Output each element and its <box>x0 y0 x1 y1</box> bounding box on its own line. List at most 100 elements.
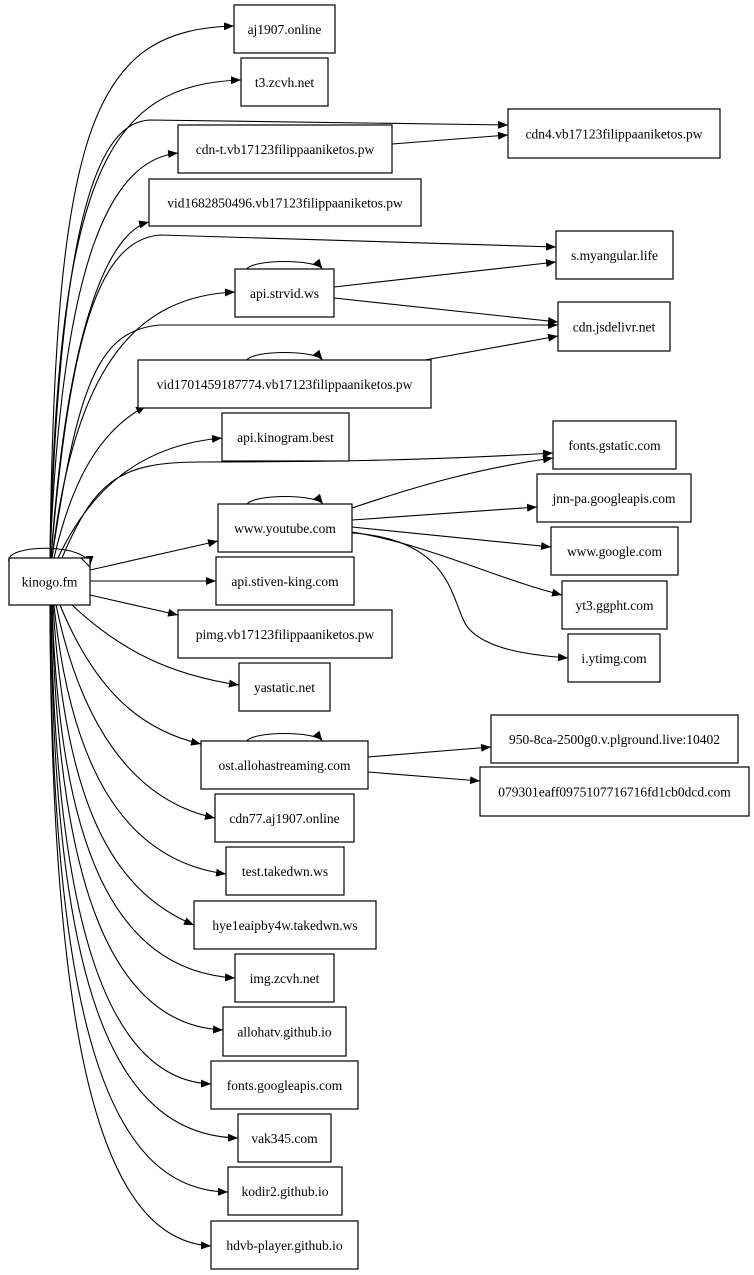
node-stiven: api.stiven-king.com <box>215 556 355 606</box>
edge-kinogo-to-vid168 <box>50 220 150 559</box>
edge-kinogo-to-jsdelivr <box>51 321 558 559</box>
node-label: s.myangular.life <box>571 248 658 263</box>
node-box <box>221 412 350 462</box>
node-gapis: fonts.googleapis.com <box>210 1060 359 1110</box>
node-box <box>555 230 674 280</box>
edge-kinogo-to-kinogram <box>57 434 223 559</box>
node-vid170: vid1701459187774.vb17123filippaaniketos.… <box>137 359 432 409</box>
node-label: cdn4.vb17123filippaaniketos.pw <box>526 127 703 142</box>
edge-youtube-to-google <box>351 526 552 550</box>
node-box <box>567 633 661 683</box>
edge-kinogo-to-yastatic <box>71 604 240 688</box>
node-label: 079301eaff0975107716716fd1cb0dcd.com <box>498 785 731 800</box>
node-box <box>233 4 336 54</box>
node-label: 950-8ca-2500g0.v.plground.live:10402 <box>509 732 720 747</box>
edge-kinogo-to-kodir <box>49 604 229 1196</box>
edge-kinogo-to-strvid <box>51 288 236 559</box>
node-label: www.google.com <box>567 544 663 559</box>
node-jnnpa: jnn-pa.googleapis.com <box>536 473 692 523</box>
node-label: vid1701459187774.vb17123filippaaniketos.… <box>157 377 413 392</box>
node-aj1907: aj1907.online <box>233 4 336 54</box>
node-box <box>217 503 353 553</box>
edge-kinogo-to-youtube <box>89 539 219 571</box>
node-box <box>507 108 721 159</box>
edge-ost-to-plground <box>367 743 492 758</box>
edge-kinogo-to-vid170 <box>53 405 147 559</box>
node-box <box>210 1060 359 1110</box>
edge-youtube-to-gstatic <box>351 455 554 509</box>
node-imgzcvh: img.zcvh.net <box>234 953 335 1003</box>
node-kodir: kodir2.github.io <box>227 1166 343 1216</box>
node-plground: 950-8ca-2500g0.v.plground.live:10402 <box>490 714 739 764</box>
edge-cdnt-to-cdn4 <box>391 131 509 145</box>
node-label: ost.allohastreaming.com <box>219 758 351 773</box>
node-label: fonts.gstatic.com <box>568 438 661 453</box>
node-box <box>550 526 679 576</box>
node-t3zcvh: t3.zcvh.net <box>240 57 329 107</box>
node-box <box>227 1166 343 1216</box>
edge-kinogo-to-gstatic <box>61 449 554 559</box>
node-label: vak345.com <box>251 1131 318 1146</box>
node-label: t3.zcvh.net <box>255 75 314 90</box>
node-kinogram: api.kinogram.best <box>221 412 350 462</box>
edge-ost-to-hash <box>367 771 481 785</box>
edge-vid170-to-vid170 <box>246 349 323 361</box>
node-label: aj1907.online <box>248 22 322 37</box>
node-label: api.kinogram.best <box>237 430 334 445</box>
edge-strvid-to-smyang <box>333 259 557 288</box>
edge-kinogo-to-imgzcvh <box>51 604 236 982</box>
node-label: cdn-t.vb17123filippaaniketos.pw <box>196 142 375 157</box>
node-box <box>177 124 393 174</box>
node-label: test.takedwn.ws <box>242 864 328 879</box>
edge-kinogo-to-allohatv <box>51 604 224 1034</box>
node-label: pimg.vb17123filippaaniketos.pw <box>196 627 375 642</box>
node-box <box>210 1220 359 1270</box>
edge-kinogo-to-t3zcvh <box>49 76 242 559</box>
node-pimg: pimg.vb17123filippaaniketos.pw <box>177 609 393 659</box>
node-jsdelivr: cdn.jsdelivr.net <box>557 301 671 352</box>
node-label: cdn77.aj1907.online <box>229 811 339 826</box>
node-box <box>536 473 692 523</box>
node-label: kodir2.github.io <box>242 1184 329 1199</box>
node-google: www.google.com <box>550 526 679 576</box>
node-label: vid1682850496.vb17123filippaaniketos.pw <box>167 196 403 211</box>
node-box <box>148 178 422 227</box>
edge-vid170-to-jsdelivr <box>424 333 559 361</box>
node-hdvb: hdvb-player.github.io <box>210 1220 359 1270</box>
edge-layer <box>8 22 569 1250</box>
node-hye: hye1eaipby4w.takedwn.ws <box>193 900 377 950</box>
node-label: www.youtube.com <box>234 521 336 536</box>
node-vak: vak345.com <box>237 1113 332 1163</box>
node-allohatv: allohatv.github.io <box>222 1006 347 1057</box>
edge-strvid-to-strvid <box>246 258 323 270</box>
node-label: fonts.googleapis.com <box>227 1078 343 1093</box>
edge-kinogo-to-cdnt <box>49 150 179 559</box>
edge-youtube-to-youtube <box>246 493 324 505</box>
edge-kinogo-to-cdn77 <box>55 604 216 820</box>
edge-kinogo-to-ost <box>59 604 202 746</box>
node-box <box>240 57 329 107</box>
node-box <box>490 714 739 764</box>
node-cdn4: cdn4.vb17123filippaaniketos.pw <box>507 108 721 159</box>
node-label: hye1eaipby4w.takedwn.ws <box>212 918 357 933</box>
node-testtake: test.takedwn.ws <box>225 846 345 896</box>
node-kinogo: kinogo.fm <box>8 557 91 606</box>
node-label: yastatic.net <box>254 680 315 695</box>
node-yastatic: yastatic.net <box>238 662 331 712</box>
edge-kinogo-to-pimg <box>89 594 179 617</box>
edge-kinogo-to-aj1907 <box>49 22 235 559</box>
node-box <box>234 953 335 1003</box>
node-box <box>200 740 369 790</box>
node-box <box>222 1006 347 1057</box>
node-box <box>215 556 355 606</box>
node-box <box>479 766 750 817</box>
edge-kinogo-to-cdn4 <box>49 119 509 559</box>
edge-youtube-to-jnnpa <box>351 503 538 521</box>
node-box <box>8 557 91 606</box>
edge-youtube-to-yt3 <box>351 531 563 597</box>
node-cdnt: cdn-t.vb17123filippaaniketos.pw <box>177 124 393 174</box>
node-label: kinogo.fm <box>22 575 78 590</box>
node-box <box>234 268 335 318</box>
edge-youtube-to-ytimg <box>351 532 569 662</box>
